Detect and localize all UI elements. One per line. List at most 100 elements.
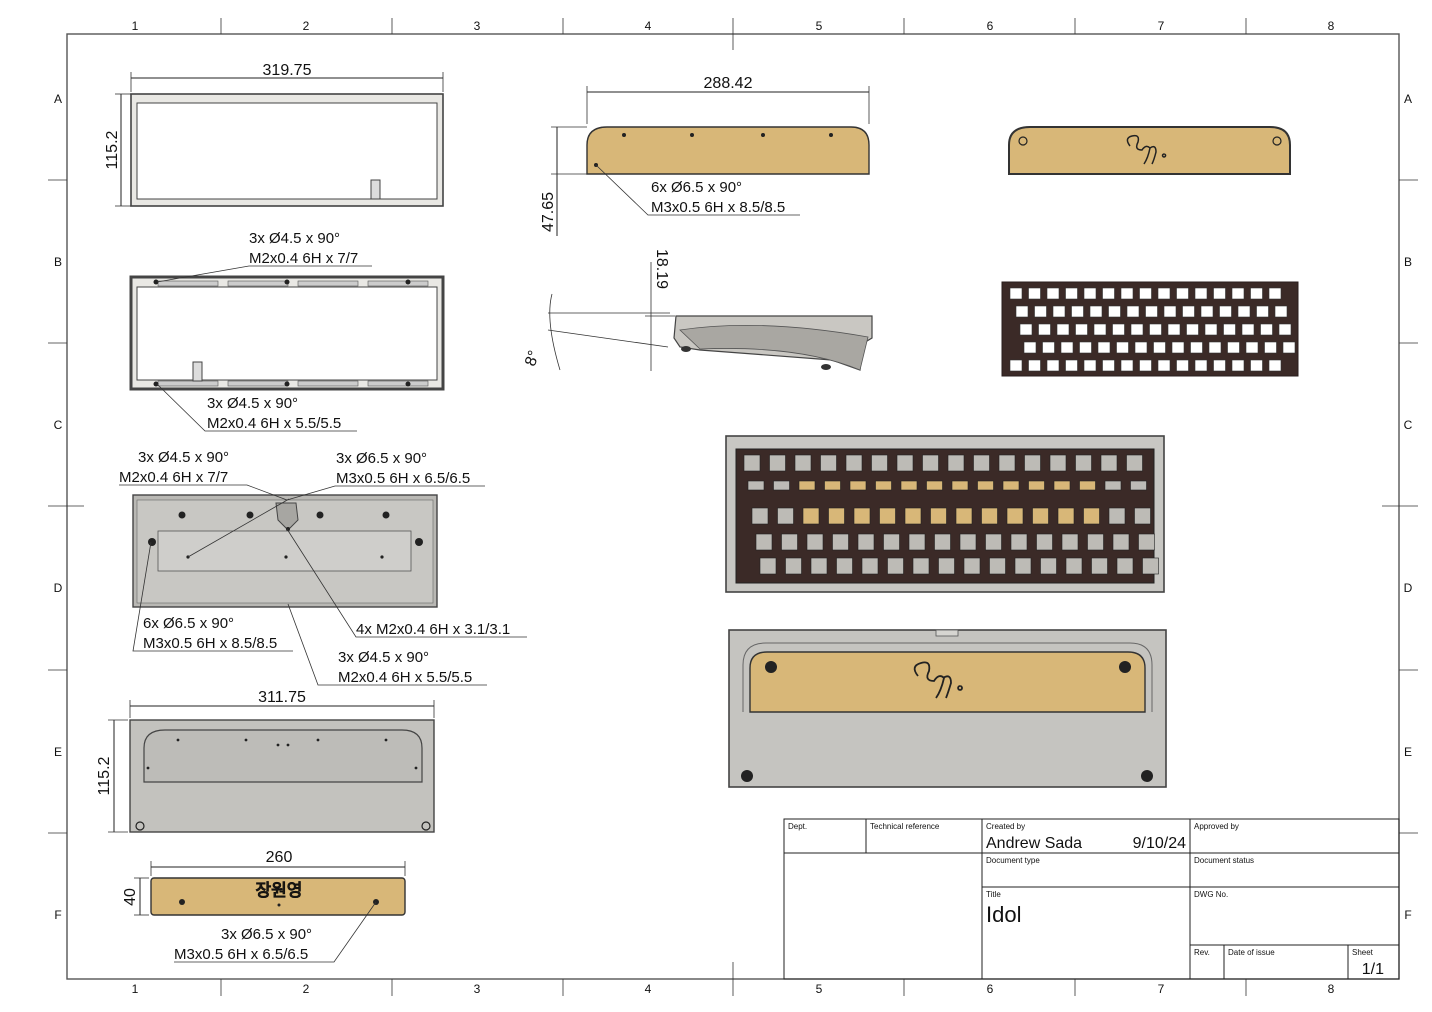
assembly-key-opening [1138,533,1155,551]
col-label-bottom-5: 5 [816,982,823,996]
signature-logo [1126,134,1167,165]
assembly-key-opening [1075,454,1092,472]
plate-switch-cutout [1023,341,1037,354]
assembly-key-opening [832,533,849,551]
plate-switch-cutout [1250,287,1263,300]
dim-badge-width: 260 [266,849,293,866]
assembly-key-opening [810,557,828,575]
assembly-key-opening [1040,557,1057,575]
assembly-key-opening [824,480,841,491]
tb-created-date: 9/10/24 [1133,835,1186,852]
dim-badge-height: 40 [122,888,139,906]
row-label-right-c: C [1404,418,1413,432]
assembly-key-opening [887,557,904,575]
tb-docstatus-label: Document status [1194,856,1254,865]
assembly-key-opening [908,533,926,551]
tb-dwgno-label: DWG No. [1194,890,1228,899]
callout-b-bottom-line2: M2x0.4 6H x 5.5/5.5 [207,415,341,432]
assembly-key-opening [959,533,977,551]
plate-switch-cutout [1213,359,1226,372]
assembly-key-opening [926,480,943,491]
assembly-key-opening [1049,454,1067,472]
tb-created-by: Andrew Sada [986,835,1082,852]
row-label-left-c: C [54,418,63,432]
assembly-key-opening [1100,454,1118,472]
assembly-key-opening [973,454,990,472]
plate-switch-cutout [1182,305,1195,318]
assembly-key-opening [1057,507,1075,525]
plate-switch-cutout [1231,359,1245,372]
plate-switch-cutout [1149,323,1162,336]
assembly-key-opening [1116,557,1134,575]
plate-switch-cutout [1157,287,1171,300]
dim-weight-height: 47.65 [540,192,557,232]
plate-switch-cutout [1139,287,1152,300]
plate-switch-cutout [1019,323,1033,336]
tb-dateofissue-label: Date of issue [1228,948,1275,957]
plate-switch-cutout [1223,323,1236,336]
plate-switch-cutout [1083,287,1097,300]
tb-title-label: Title [986,890,1001,899]
assembly-key-opening [1006,507,1024,525]
view-weight-render [1008,126,1291,175]
view-assembled-bottom [728,629,1167,788]
title-block: Dept. Technical reference Created by And… [783,818,1400,980]
plate-switch-cutout [1208,341,1222,354]
callout-d-tr-line2: M3x0.5 6H x 6.5/6.5 [336,470,470,487]
plate-switch-cutout [1102,359,1115,372]
col-label-top-1: 1 [132,19,139,33]
plate-switch-cutout [1219,305,1232,318]
plate-switch-cutout [1256,305,1269,318]
assembly-key-opening [828,507,845,525]
dim-top-width: 319.75 [263,62,312,79]
assembly-key-opening [1091,557,1108,575]
callout-d-tl-line2: M2x0.4 6H x 7/7 [119,469,228,486]
row-label-left-d: D [54,581,63,595]
assembly-key-opening [777,507,794,525]
view-plate [1001,281,1299,377]
col-label-top-2: 2 [303,19,310,33]
plate-switch-cutout [1052,305,1066,318]
assembly-key-opening [934,533,951,551]
plate-switch-cutout [1139,359,1152,372]
assembly-key-opening [1142,557,1159,575]
assembly-key-opening [743,454,761,472]
column-ticks [220,18,1247,996]
plate-switch-cutout [1065,359,1078,372]
assembly-key-opening [922,454,939,472]
row-ticks [48,179,1418,834]
plate-switch-cutout [1083,359,1097,372]
plate-switch-cutout [1163,305,1177,318]
plate-switch-cutout [1102,287,1115,300]
plate-switch-cutout [1186,323,1199,336]
plate-switch-cutout [1134,341,1148,354]
callout-d-tr-line1: 3x Ø6.5 x 90° [336,450,427,467]
assembly-key-opening [985,533,1002,551]
assembly-key-opening [1053,480,1071,491]
plate-switch-cutout [1089,305,1103,318]
plate-switch-cutout [1097,341,1111,354]
plate-switch-cutout [1194,359,1208,372]
plate-switch-cutout [1171,341,1185,354]
dim-side-angle: 8° [522,348,543,368]
plate-switch-cutout [1046,359,1060,372]
plate-switch-cutout [1120,359,1134,372]
plate-switch-cutout [1176,359,1189,372]
assembly-key-opening [1028,480,1045,491]
plate-switch-cutout [1028,359,1041,372]
plate-switch-cutout [1176,287,1189,300]
plate-switch-cutout [1116,341,1129,354]
assembly-key-opening [981,507,998,525]
assembly-key-opening [1134,507,1151,525]
plate-switch-cutout [1274,305,1288,318]
col-label-bottom-8: 8 [1328,982,1335,996]
callout-d-tl-line1: 3x Ø4.5 x 90° [138,449,229,466]
callout-weight-line2: M3x0.5 6H x 8.5/8.5 [651,199,785,216]
assembly-key-opening [769,454,786,472]
tb-sheet-value: 1/1 [1362,961,1384,978]
plate-switch-cutout [1245,341,1259,354]
plate-switch-cutout [1167,323,1181,336]
assembly-key-opening [930,507,947,525]
row-label-right-e: E [1404,745,1412,759]
assembly-key-opening [938,557,955,575]
